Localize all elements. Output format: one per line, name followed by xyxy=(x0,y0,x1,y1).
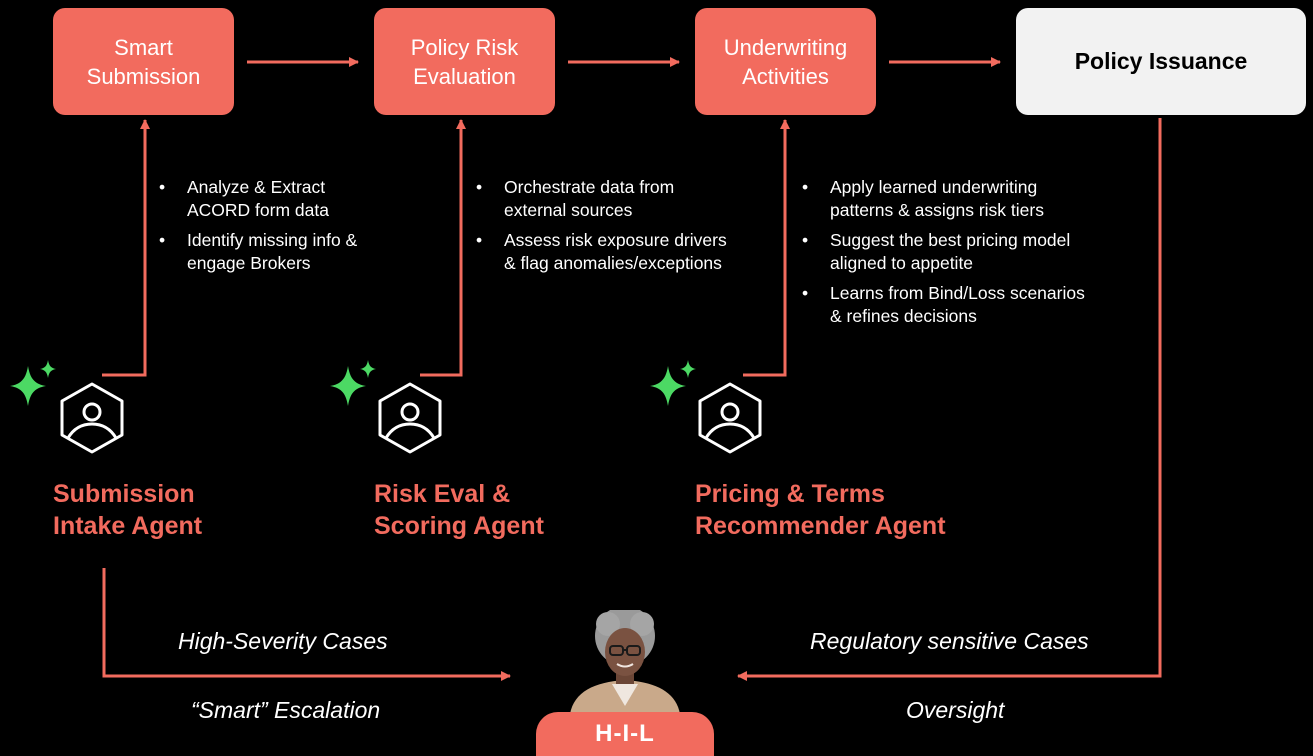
label-smart-escalation: “Smart” Escalation xyxy=(191,697,381,723)
agent-connector-3 xyxy=(743,119,790,377)
agent-3-bullets: Apply learned underwriting patterns & as… xyxy=(800,176,1085,335)
escalation-line-left xyxy=(102,568,511,681)
agent-name-pricing-terms: Pricing & Terms Recommender Agent xyxy=(695,480,946,540)
sparkle-icon xyxy=(650,360,696,406)
sparkle-icon xyxy=(10,360,56,406)
agent-1-bullets: Analyze & Extract ACORD form data Identi… xyxy=(157,176,357,282)
step-policy-risk-evaluation: Policy Risk Evaluation xyxy=(374,8,555,115)
oversight-line-right xyxy=(737,118,1162,681)
hil-badge: H-I-L xyxy=(536,712,714,756)
bullet-item: Apply learned underwriting patterns & as… xyxy=(800,176,1085,221)
label-regulatory-sensitive-cases: Regulatory sensitive Cases xyxy=(810,628,1089,654)
agent-connector-1 xyxy=(102,119,150,377)
agent-hexagon-icon xyxy=(378,382,442,454)
bullet-item: Learns from Bind/Loss scenarios & refine… xyxy=(800,282,1085,327)
bullet-item: Analyze & Extract ACORD form data xyxy=(157,176,357,221)
bullet-item: Identify missing info & engage Brokers xyxy=(157,229,357,274)
agent-hexagon-icon xyxy=(698,382,762,454)
step-underwriting-activities: Underwriting Activities xyxy=(695,8,876,115)
agent-name-risk-eval-scoring: Risk Eval & Scoring Agent xyxy=(374,480,544,540)
bullet-item: Assess risk exposure drivers & flag anom… xyxy=(474,229,727,274)
agent-hexagon-icon xyxy=(60,382,124,454)
label-high-severity-cases: High-Severity Cases xyxy=(178,628,388,654)
label-oversight: Oversight xyxy=(906,697,1005,723)
bullet-item: Suggest the best pricing model aligned t… xyxy=(800,229,1085,274)
step-smart-submission: Smart Submission xyxy=(53,8,234,115)
bullet-item: Orchestrate data from external sources xyxy=(474,176,727,221)
human-reviewer-avatar xyxy=(570,610,680,714)
agent-name-submission-intake: Submission Intake Agent xyxy=(53,480,203,540)
agent-connector-2 xyxy=(420,119,466,377)
agent-2-bullets: Orchestrate data from external sources A… xyxy=(474,176,727,282)
step-policy-issuance: Policy Issuance xyxy=(1016,8,1306,115)
sparkle-icon xyxy=(330,360,376,406)
